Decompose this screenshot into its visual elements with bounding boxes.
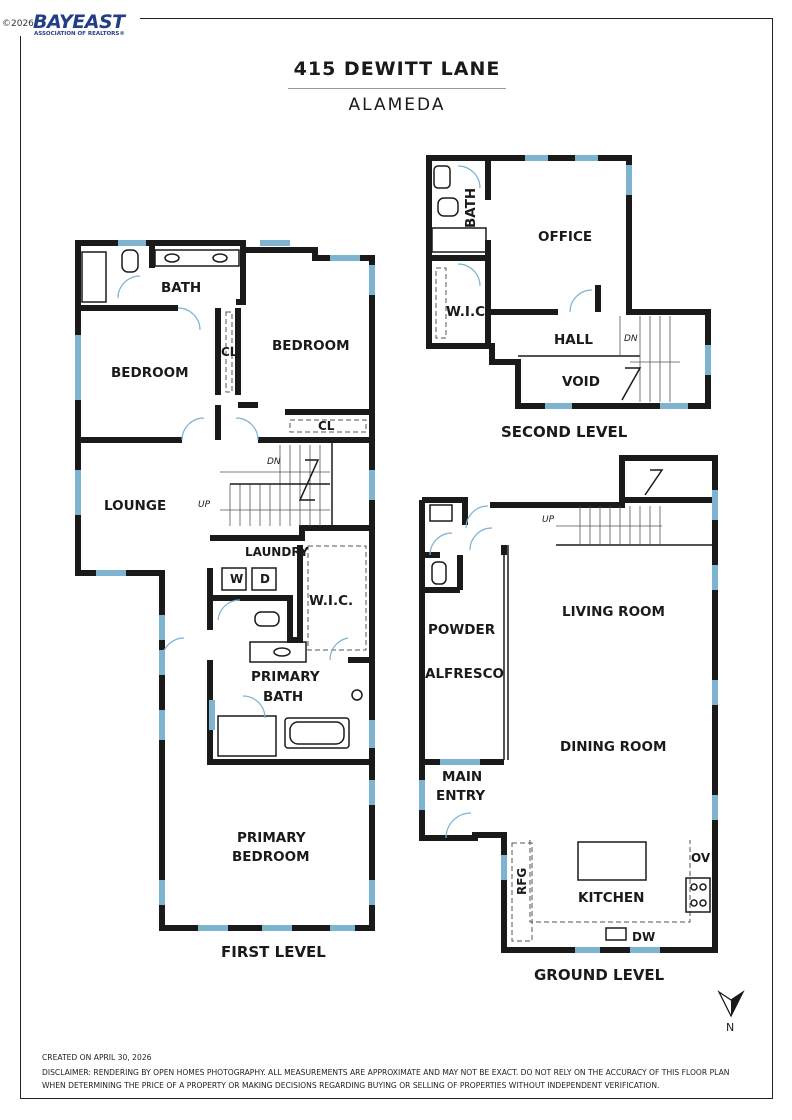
- label-dishwasher: DW: [632, 930, 655, 944]
- ground-level-plan: [419, 455, 718, 953]
- label-dryer: D: [260, 572, 270, 586]
- label-ground-level: GROUND LEVEL: [534, 966, 665, 984]
- logo-wordmark: BAYEAST: [33, 11, 125, 33]
- disclaimer-line-2: WHEN DETERMINING THE PRICE OF A PROPERTY…: [42, 1081, 660, 1090]
- property-address: 415 DEWITT LANE: [293, 58, 501, 80]
- north-arrow-icon: N: [716, 990, 746, 1035]
- label-closet-2: CL: [318, 419, 335, 433]
- label-void: VOID: [562, 374, 600, 390]
- second-level-plan: [426, 155, 711, 409]
- plan-frame: [20, 18, 773, 1099]
- label-wic-second: W.I.C.: [446, 304, 490, 320]
- label-oven: OV: [691, 851, 711, 865]
- label-main-entry-2: ENTRY: [436, 788, 485, 804]
- label-alfresco: ALFRESCO: [425, 666, 504, 682]
- label-first-level: FIRST LEVEL: [221, 943, 326, 961]
- label-office: OFFICE: [538, 229, 592, 245]
- disclaimer-line-1: DISCLAIMER: RENDERING BY OPEN HOMES PHOT…: [42, 1068, 730, 1077]
- label-laundry: LAUNDRY: [245, 545, 309, 559]
- label-closet-1: CL: [221, 345, 238, 359]
- label-living-room: LIVING ROOM: [562, 604, 665, 620]
- label-lounge: LOUNGE: [104, 498, 166, 514]
- label-bath-second: BATH: [463, 188, 479, 228]
- north-label: N: [726, 1021, 734, 1034]
- label-main-entry-1: MAIN: [442, 769, 482, 785]
- label-stair-up-first: UP: [198, 500, 211, 510]
- label-bedroom-right: BEDROOM: [272, 338, 350, 354]
- label-primary-bath-2: BATH: [263, 689, 303, 705]
- label-primary-bedroom-1: PRIMARY: [237, 830, 306, 846]
- label-bath: BATH: [161, 280, 201, 296]
- property-city: ALAMEDA: [348, 95, 446, 115]
- label-primary-bath-1: PRIMARY: [251, 669, 320, 685]
- logo-subtext: ASSOCIATION OF REALTORS®: [34, 31, 125, 37]
- label-second-level: SECOND LEVEL: [501, 423, 628, 441]
- label-wic-first: W.I.C.: [309, 593, 353, 609]
- label-hall: HALL: [554, 332, 593, 348]
- label-dining-room: DINING ROOM: [560, 739, 666, 755]
- first-level-plan: [75, 240, 375, 931]
- label-bedroom-left: BEDROOM: [111, 365, 189, 381]
- copyright-text: ©2026: [2, 19, 34, 29]
- label-powder: POWDER: [428, 622, 496, 638]
- label-primary-bedroom-2: BEDROOM: [232, 849, 310, 865]
- label-stair-dn-second: DN: [624, 334, 638, 344]
- label-refrigerator: RFG: [515, 868, 529, 895]
- label-kitchen: KITCHEN: [578, 890, 644, 906]
- room-labels: BATH BEDROOM BEDROOM CL CL LOUNGE LAUNDR…: [104, 188, 711, 984]
- label-washer: W: [230, 572, 243, 586]
- created-date: CREATED ON APRIL 30, 2026: [42, 1053, 152, 1062]
- label-stair-up-ground: UP: [542, 515, 555, 525]
- title-divider: [288, 88, 506, 89]
- label-stair-dn-first: DN: [267, 457, 281, 467]
- bayeast-logo: ©2026 BAYEAST ASSOCIATION OF REALTORS®: [0, 6, 140, 37]
